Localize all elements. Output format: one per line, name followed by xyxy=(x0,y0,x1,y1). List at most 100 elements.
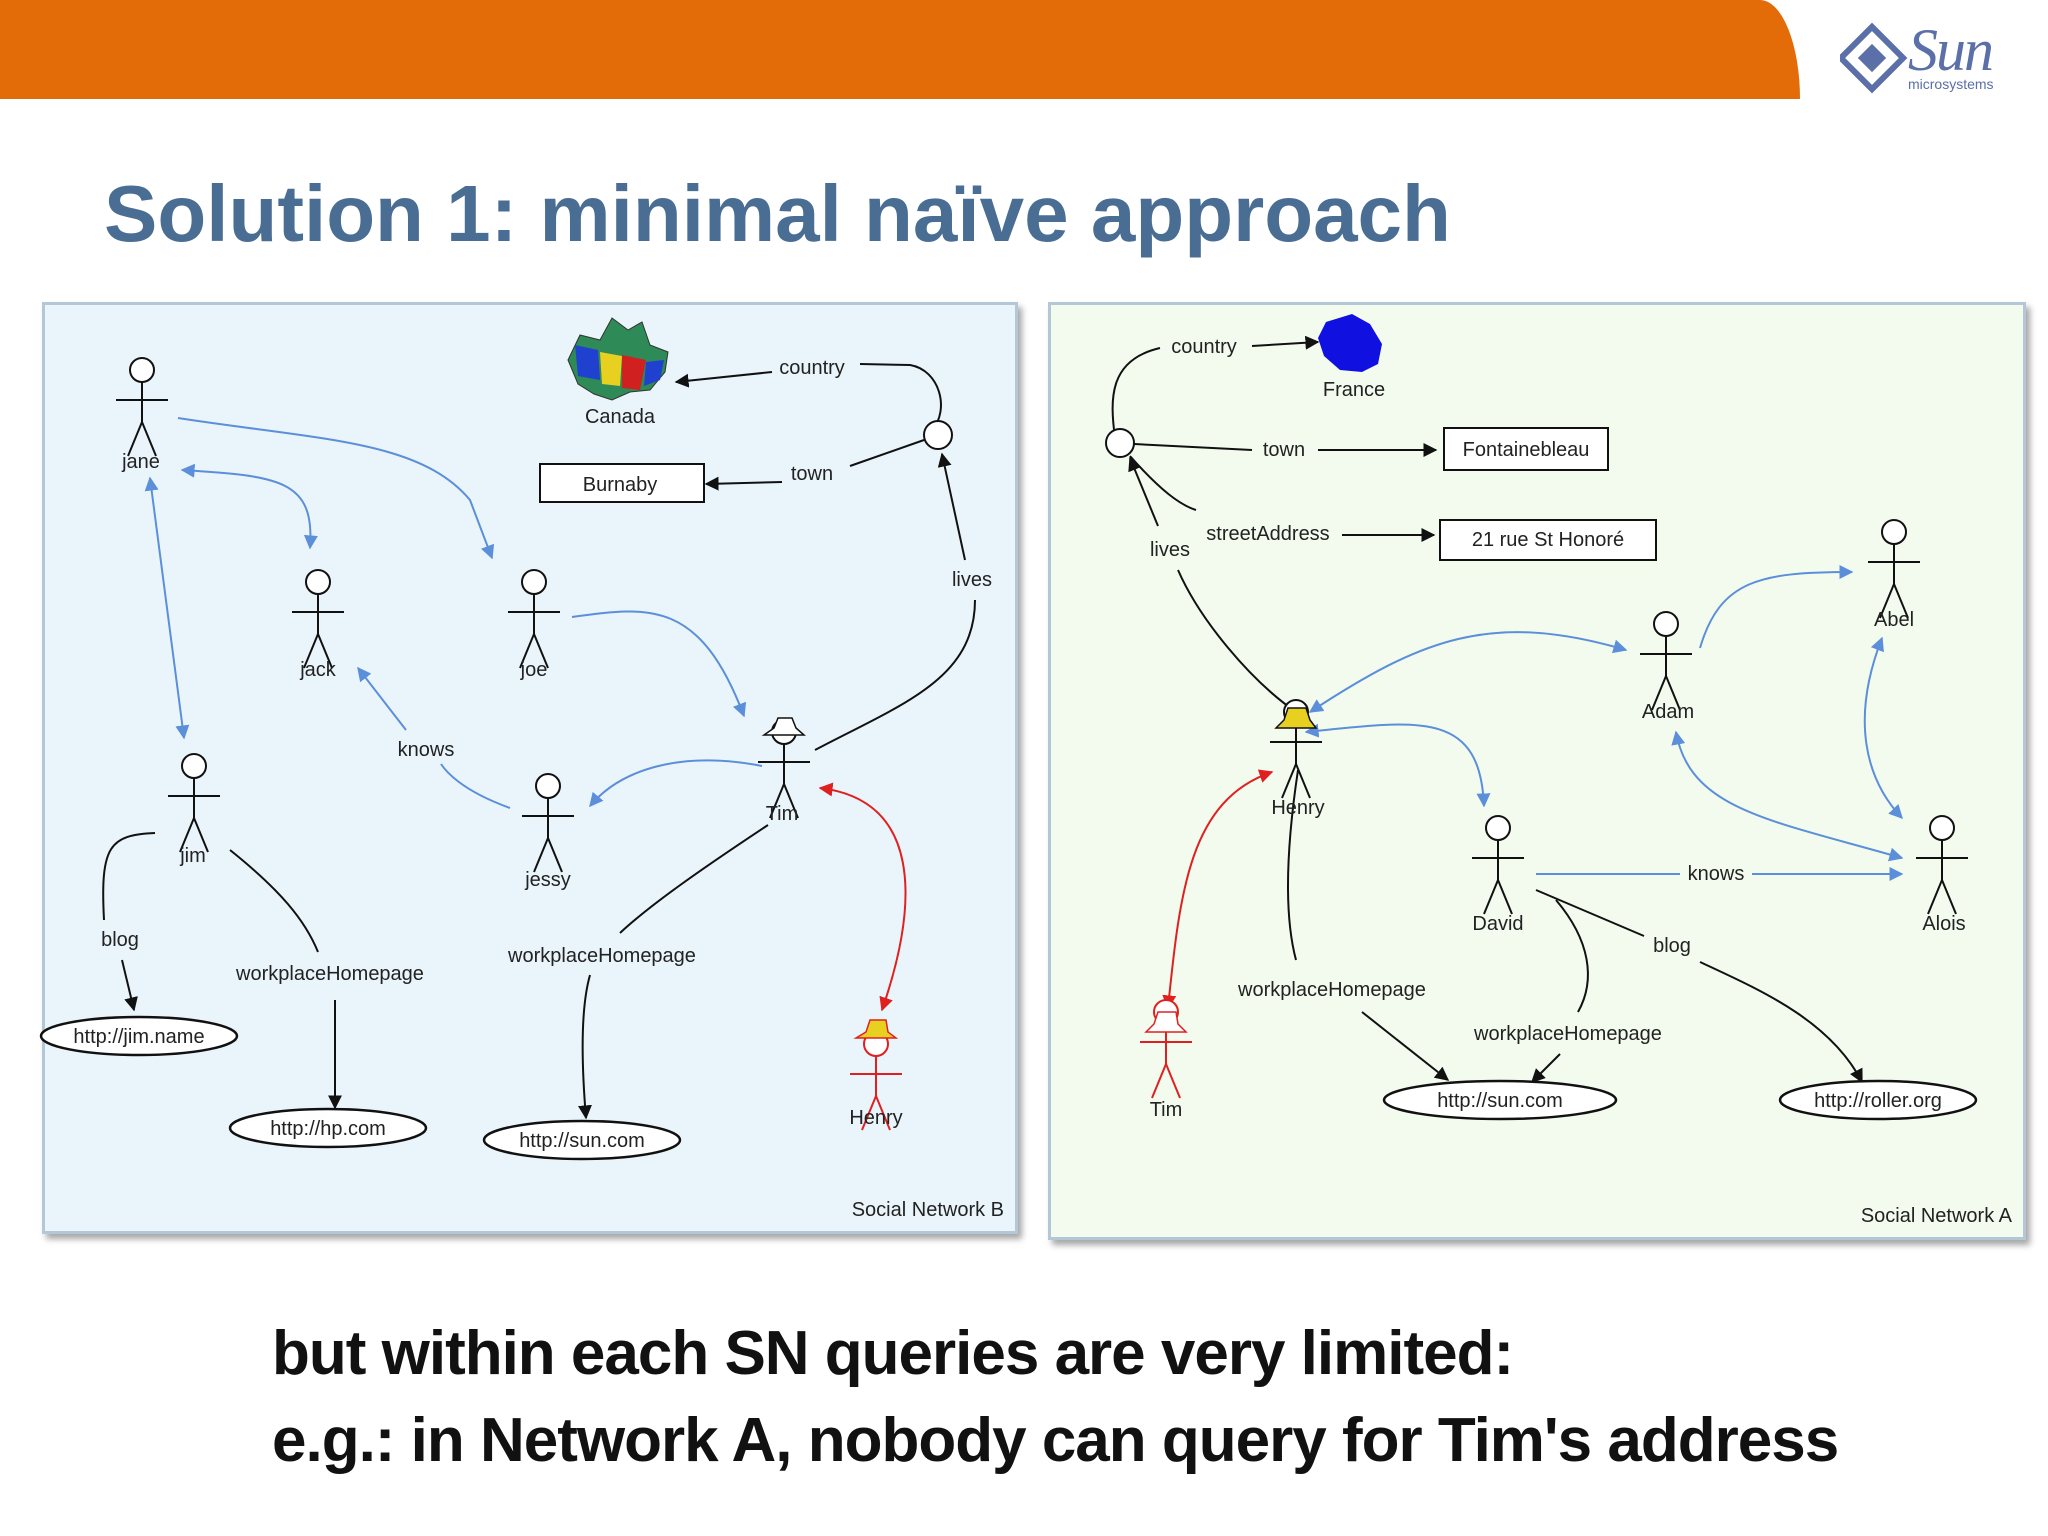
knows-line-jessy xyxy=(440,763,511,809)
knows-abel-alois xyxy=(1863,636,1903,820)
same-person-henry-tim-b xyxy=(818,782,907,1012)
person-alois-icon xyxy=(1915,815,1969,915)
sun-logo-icon xyxy=(1840,22,1908,94)
blank-node-address-a xyxy=(1105,428,1135,458)
caption-line-1: but within each SN queries are very limi… xyxy=(272,1319,1514,1388)
label-tim-b: Tim xyxy=(766,803,799,825)
label-edge-whp-tim-b: workplaceHomepage xyxy=(507,945,696,967)
label-david: David xyxy=(1472,913,1523,935)
knows-jane-jim xyxy=(144,476,190,740)
edge-arrow-blog-a xyxy=(1699,961,1863,1084)
label-url-sun-b: http://sun.com xyxy=(519,1130,645,1152)
edge-line-country-a xyxy=(1111,347,1161,439)
edge-arrow-country-b xyxy=(674,371,773,388)
hat-henry-a-icon xyxy=(1274,707,1318,729)
label-social-network-b: Social Network B xyxy=(852,1199,1004,1221)
logo-wordmark: Sun xyxy=(1908,17,1994,83)
label-url-sun-a: http://sun.com xyxy=(1437,1090,1563,1112)
page-title: Solution 1: minimal naïve approach xyxy=(104,169,1451,258)
caption-line-2: e.g.: in Network A, nobody can query for… xyxy=(272,1406,1839,1475)
knows-jane-joe xyxy=(177,417,495,560)
header-banner xyxy=(0,0,1800,99)
person-joe-icon xyxy=(507,569,561,669)
edge-arrow-lives-b xyxy=(937,452,966,561)
label-edge-country-a: country xyxy=(1171,336,1237,358)
label-url-hp: http://hp.com xyxy=(270,1118,386,1140)
label-tim-a: Tim xyxy=(1150,1099,1183,1121)
url-roller-org xyxy=(1778,1079,1978,1121)
hat-henry-b-icon xyxy=(853,1019,899,1039)
url-sun-com-b xyxy=(482,1119,682,1161)
edge-line-town-a xyxy=(1133,443,1253,451)
edge-line-town-b xyxy=(849,439,925,467)
edge-line-whp-tim-b xyxy=(619,824,769,934)
knows-adam-alois xyxy=(1671,730,1904,862)
edge-arrow-town-b xyxy=(704,476,783,491)
person-david-icon xyxy=(1471,815,1525,915)
edge-line-lives-b xyxy=(814,599,976,751)
edge-arrow-blog-b xyxy=(121,959,138,1012)
label-edge-blog-b: blog xyxy=(101,929,139,951)
label-edge-town-b: town xyxy=(791,463,833,485)
edge-arrow-lives-a xyxy=(1128,456,1159,527)
edge-line-whp-henry-a xyxy=(1287,769,1299,961)
label-edge-whp-david: workplaceHomepage xyxy=(1473,1023,1662,1045)
edge-line-whp-david xyxy=(1555,899,1589,1013)
label-burnaby: Burnaby xyxy=(583,474,658,496)
knows-henry-adam xyxy=(1308,631,1628,713)
label-joe: joe xyxy=(520,659,548,681)
label-street-address-value: 21 rue St Honoré xyxy=(1472,529,1624,551)
person-jack-icon xyxy=(291,569,345,669)
label-edge-town-a: town xyxy=(1263,439,1305,461)
box-street-address xyxy=(1439,519,1657,561)
label-canada: Canada xyxy=(585,406,656,428)
label-edge-lives-b: lives xyxy=(952,569,992,591)
label-alois: Alois xyxy=(1922,913,1965,935)
url-hp-com xyxy=(228,1107,428,1149)
label-edge-street-a: streetAddress xyxy=(1206,523,1329,545)
map-france-icon xyxy=(1318,314,1382,372)
edge-line-lives-a xyxy=(1177,569,1297,713)
edge-line-country-b xyxy=(859,363,942,431)
label-abel: Abel xyxy=(1874,609,1914,631)
label-jack: jack xyxy=(299,659,337,681)
knows-jessy-jack xyxy=(357,666,407,731)
person-adam-icon xyxy=(1639,611,1693,711)
url-sun-com-a xyxy=(1382,1079,1618,1121)
label-edge-country-b: country xyxy=(779,357,845,379)
edge-line-whp-jim xyxy=(229,849,319,953)
knows-jane-jack xyxy=(180,463,318,550)
panel-social-network-b xyxy=(42,302,1018,1234)
label-edge-whp-jim: workplaceHomepage xyxy=(235,963,424,985)
blank-node-address-b xyxy=(923,420,953,450)
label-adam: Adam xyxy=(1642,701,1694,723)
label-france: France xyxy=(1323,379,1385,401)
person-abel-icon xyxy=(1867,519,1921,619)
label-social-network-a: Social Network A xyxy=(1861,1205,2013,1227)
label-henry-a: Henry xyxy=(1271,797,1324,819)
label-edge-blog-a: blog xyxy=(1653,935,1691,957)
label-edge-lives-a: lives xyxy=(1150,539,1190,561)
label-henry-b: Henry xyxy=(849,1107,902,1129)
label-url-jim: http://jim.name xyxy=(73,1026,204,1048)
label-url-roller: http://roller.org xyxy=(1814,1090,1942,1112)
person-jane-icon xyxy=(115,357,169,457)
hat-tim-b-icon xyxy=(761,717,806,736)
edge-arrow-country-a xyxy=(1251,335,1320,350)
edge-arrow-whp-henry-a xyxy=(1361,1011,1450,1081)
label-jim: jim xyxy=(179,845,206,867)
label-jessy: jessy xyxy=(524,869,571,891)
hat-tim-a-icon xyxy=(1144,1011,1188,1033)
person-jessy-icon xyxy=(521,773,575,873)
knows-tim-jessy xyxy=(589,759,763,808)
label-jane: jane xyxy=(121,451,160,473)
edge-line-blog-a xyxy=(1535,889,1645,937)
box-fontainebleau xyxy=(1443,427,1609,471)
person-jim-icon xyxy=(167,753,221,853)
label-edge-knows-b: knows xyxy=(398,739,455,761)
knows-henry-david xyxy=(1304,723,1491,808)
label-edge-whp-henry-a: workplaceHomepage xyxy=(1237,979,1426,1001)
edge-arrow-whp-david xyxy=(1531,1053,1561,1083)
same-person-henry-tim-a xyxy=(1162,769,1274,1010)
